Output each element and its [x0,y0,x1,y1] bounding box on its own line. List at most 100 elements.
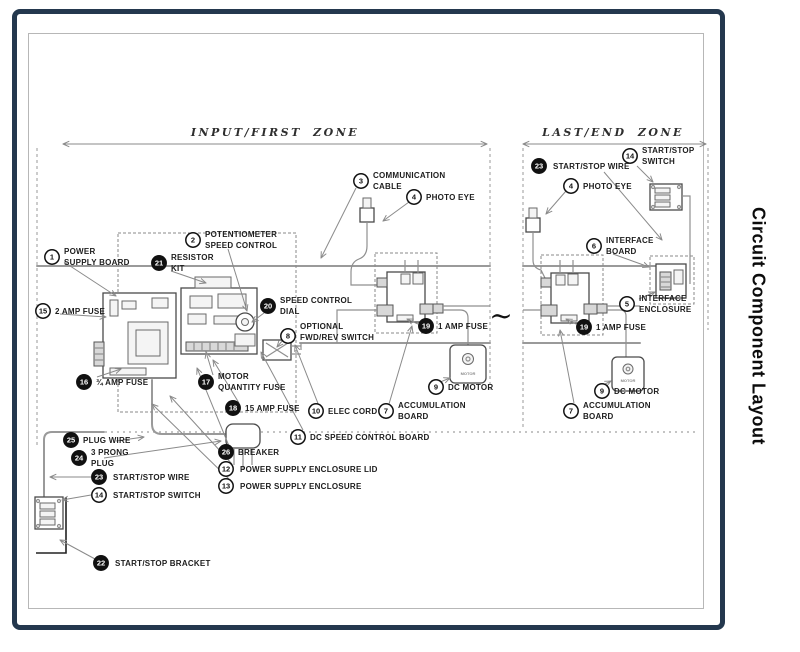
svg-text:23: 23 [535,162,543,171]
svg-text:1 AMP FUSE: 1 AMP FUSE [438,322,488,331]
svg-text:2 AMP FUSE: 2 AMP FUSE [55,307,105,316]
callout-19: 19 1 AMP FUSE [418,318,488,334]
svg-text:POWER SUPPLY ENCLOSURE: POWER SUPPLY ENCLOSURE [240,482,362,491]
svg-text:20: 20 [264,302,272,311]
svg-text:POTENTIOMETER: POTENTIOMETER [205,230,277,239]
svg-text:KIT: KIT [171,264,185,273]
svg-text:BOARD: BOARD [606,247,637,256]
callout-12: 12 POWER SUPPLY ENCLOSURE LID [218,461,378,477]
svg-text:BOARD: BOARD [398,412,429,421]
callout-11: 11 DC SPEED CONTROL BOARD [290,429,430,445]
motor-label: MOTOR [461,371,476,376]
callout-4: 4 PHOTO EYE [563,178,632,194]
svg-text:5: 5 [625,300,629,309]
page-title: Circuit Component Layout [748,207,769,445]
svg-text:PHOTO EYE: PHOTO EYE [426,193,475,202]
callout-10: 10 ELEC CORD [308,403,377,419]
callout-14: 14 START/STOP SWITCH [91,487,201,503]
svg-text:DC SPEED CONTROL BOARD: DC SPEED CONTROL BOARD [310,433,430,442]
svg-text:ENCLOSURE: ENCLOSURE [639,305,692,314]
svg-text:12: 12 [222,465,230,474]
plug-and-switch [34,423,261,554]
svg-text:2: 2 [191,236,195,245]
svg-text:10: 10 [312,407,320,416]
svg-text:4: 4 [569,182,574,191]
zone-label-last-end: LAST/END ZONE [541,126,684,139]
svg-text:INTERFACE: INTERFACE [639,294,687,303]
svg-text:13: 13 [222,482,230,491]
svg-text:18: 18 [229,404,237,413]
svg-text:¾ AMP FUSE: ¾ AMP FUSE [96,378,149,387]
zone-rails: INPUT/FIRST ZONE LAST/END ZONE ~ [36,126,709,445]
interface-assembly [649,183,695,305]
svg-text:SWITCH: SWITCH [642,157,675,166]
wiring [36,265,697,498]
svg-text:MOTOR: MOTOR [218,372,249,381]
svg-text:DIAL: DIAL [280,307,300,316]
callout-13: 13 POWER SUPPLY ENCLOSURE [218,478,362,494]
callout-18: 18 15 AMP FUSE [225,400,300,416]
svg-text:COMMUNICATION: COMMUNICATION [373,171,445,180]
svg-text:15: 15 [39,307,47,316]
callout-4: 4 PHOTO EYE [406,189,475,205]
svg-text:19: 19 [422,322,430,331]
callout-15: 15 2 AMP FUSE [35,303,105,319]
callout-5: 5 INTERFACE ENCLOSURE [619,294,692,314]
svg-text:21: 21 [155,259,163,268]
svg-text:9: 9 [600,387,604,396]
svg-text:CABLE: CABLE [373,182,402,191]
svg-text:POWER SUPPLY ENCLOSURE LID: POWER SUPPLY ENCLOSURE LID [240,465,378,474]
svg-text:6: 6 [592,242,596,251]
svg-text:PLUG WIRE: PLUG WIRE [83,436,131,445]
callout-22: 22 START/STOP BRACKET [93,555,211,571]
svg-text:25: 25 [67,436,75,445]
zone-separator: ~ [489,299,512,332]
zone-label-input-first: INPUT/FIRST ZONE [190,126,359,139]
svg-text:SUPPLY BOARD: SUPPLY BOARD [64,258,130,267]
callout-25: 25 PLUG WIRE [63,432,131,448]
three-prong-plug [225,423,261,449]
svg-text:1 AMP FUSE: 1 AMP FUSE [596,323,646,332]
photo-eye [525,217,541,233]
inner-border [28,33,704,609]
svg-text:ELEC CORD: ELEC CORD [328,407,377,416]
svg-text:QUANTITY FUSE: QUANTITY FUSE [218,383,286,392]
svg-text:START/STOP SWITCH: START/STOP SWITCH [113,491,201,500]
svg-text:11: 11 [294,433,302,442]
svg-text:8: 8 [286,332,290,341]
svg-text:INTERFACE: INTERFACE [606,236,654,245]
svg-text:ACCUMULATION: ACCUMULATION [398,401,466,410]
svg-text:14: 14 [95,491,104,500]
svg-text:15 AMP FUSE: 15 AMP FUSE [245,404,300,413]
svg-text:9: 9 [434,383,438,392]
svg-text:3: 3 [359,177,363,186]
callout-3: 3 COMMUNICATION CABLE [353,171,445,191]
svg-text:3 PRONG: 3 PRONG [91,448,129,457]
svg-text:17: 17 [202,378,210,387]
accumulation-left: MOTOR [336,252,490,384]
svg-text:BREAKER: BREAKER [238,448,279,457]
svg-text:PHOTO EYE: PHOTO EYE [583,182,632,191]
svg-text:PLUG: PLUG [91,459,114,468]
svg-text:START/STOP BRACKET: START/STOP BRACKET [115,559,211,568]
svg-text:OPTIONAL: OPTIONAL [300,322,343,331]
svg-text:4: 4 [412,193,417,202]
svg-text:22: 22 [97,559,105,568]
svg-text:ACCUMULATION: ACCUMULATION [583,401,651,410]
motor-label: MOTOR [621,378,636,383]
svg-text:RESISTOR: RESISTOR [171,253,214,262]
svg-text:14: 14 [626,152,635,161]
